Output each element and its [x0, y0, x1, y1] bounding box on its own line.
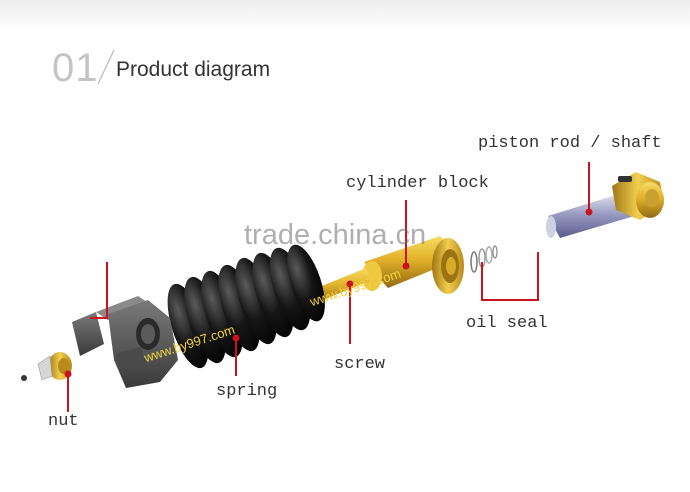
oil-seal-part — [471, 246, 497, 272]
label-piston-rod: piston rod / shaft — [478, 134, 662, 153]
label-spring: spring — [216, 382, 277, 401]
label-cylinder-block: cylinder block — [346, 174, 489, 193]
label-screw: screw — [334, 355, 385, 374]
callout-oil-seal — [482, 252, 538, 300]
label-nut: nut — [48, 412, 79, 431]
spring-part — [159, 240, 332, 372]
nut-part — [21, 352, 72, 381]
label-oil-seal: oil seal — [466, 314, 548, 333]
watermark-trade-china: trade.china.cn — [244, 219, 426, 252]
piston-rod-part — [546, 172, 664, 238]
bracket-part — [72, 296, 178, 388]
